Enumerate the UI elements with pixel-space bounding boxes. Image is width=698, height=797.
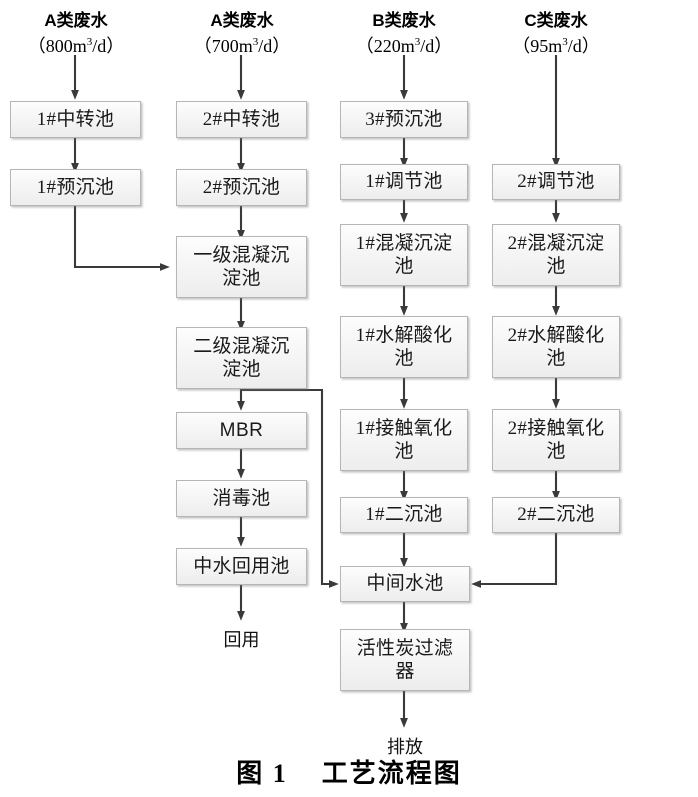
node-1-contact-oxidation-basin[interactable]: 1#接触氧化池 xyxy=(340,409,468,471)
source-b-kind: B类废水 xyxy=(372,11,436,30)
source-label-a1: A类废水 （800m3/d） xyxy=(10,8,142,59)
node-activated-carbon-filter[interactable]: 活性炭过滤器 xyxy=(340,629,470,691)
node-secondary-coagulation-sedimentation-basin[interactable]: 二级混凝沉淀池 xyxy=(176,327,307,389)
source-a1-kind: A类废水 xyxy=(44,11,108,30)
node-primary-coagulation-sedimentation-basin[interactable]: 一级混凝沉淀池 xyxy=(176,236,307,298)
source-label-a2: A类废水 （700m3/d） xyxy=(176,8,308,59)
caption-prefix: 图 xyxy=(236,759,265,788)
source-b-rate: （220m3/d） xyxy=(355,35,453,56)
caption-title: 工艺流程图 xyxy=(321,759,462,788)
output-reuse-label: 回用 xyxy=(223,630,260,650)
node-1-coagulation-sedimentation-basin[interactable]: 1#混凝沉淀池 xyxy=(340,224,468,286)
arrow-a1-presettle-to-coag1 xyxy=(73,206,170,271)
node-mbr[interactable]: MBR xyxy=(176,412,307,449)
node-reclaimed-water-basin[interactable]: 中水回用池 xyxy=(176,548,307,585)
node-1-presettling-basin[interactable]: 1#预沉池 xyxy=(10,169,141,206)
arrow-c-secondary-to-intermediate xyxy=(471,533,558,588)
node-2-secondary-sedimentation-basin[interactable]: 2#二沉池 xyxy=(492,497,620,533)
node-2-equalization-basin[interactable]: 2#调节池 xyxy=(492,164,620,200)
node-2-transfer-basin[interactable]: 2#中转池 xyxy=(176,101,307,138)
node-1-equalization-basin[interactable]: 1#调节池 xyxy=(340,164,468,200)
source-c-kind: C类废水 xyxy=(524,11,588,30)
node-disinfection-basin[interactable]: 消毒池 xyxy=(176,480,307,517)
node-intermediate-water-basin[interactable]: 中间水池 xyxy=(340,566,470,602)
caption-number: 1 xyxy=(272,759,288,788)
source-a2-rate: （700m3/d） xyxy=(193,35,291,56)
source-label-b: B类废水 （220m3/d） xyxy=(338,8,470,59)
source-c-rate: （95m3/d） xyxy=(512,35,600,56)
output-discharge-label: 排放 xyxy=(387,737,423,757)
node-2-hydrolysis-acidification-basin[interactable]: 2#水解酸化池 xyxy=(492,316,620,378)
node-3-presettling-basin[interactable]: 3#预沉池 xyxy=(340,101,468,138)
figure-caption: 图 1 工艺流程图 xyxy=(0,753,698,790)
node-2-coagulation-sedimentation-basin[interactable]: 2#混凝沉淀池 xyxy=(492,224,620,286)
source-a1-rate: （800m3/d） xyxy=(27,35,125,56)
node-1-transfer-basin[interactable]: 1#中转池 xyxy=(10,101,141,138)
node-2-presettling-basin[interactable]: 2#预沉池 xyxy=(176,169,307,206)
source-label-c: C类废水 （95m3/d） xyxy=(490,8,622,59)
node-2-contact-oxidation-basin[interactable]: 2#接触氧化池 xyxy=(492,409,620,471)
node-1-hydrolysis-acidification-basin[interactable]: 1#水解酸化池 xyxy=(340,316,468,378)
source-a2-kind: A类废水 xyxy=(210,11,274,30)
node-1-secondary-sedimentation-basin[interactable]: 1#二沉池 xyxy=(340,497,468,533)
